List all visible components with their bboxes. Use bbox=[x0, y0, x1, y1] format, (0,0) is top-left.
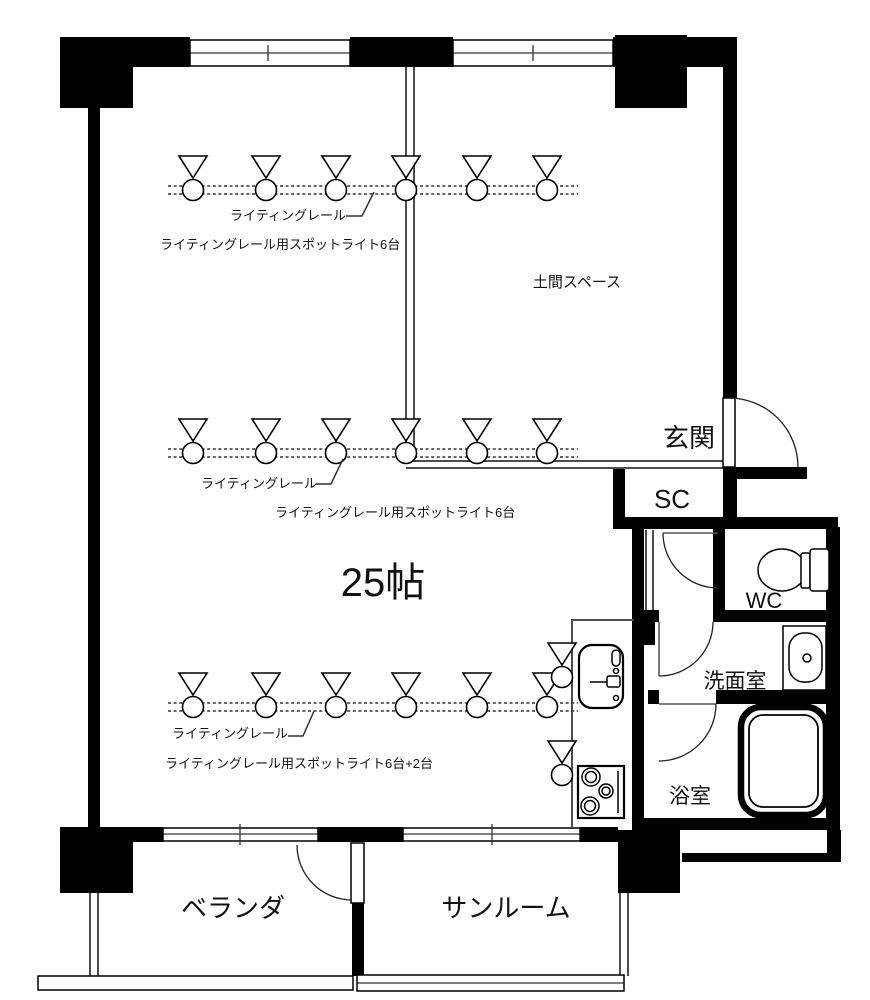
washroom-door bbox=[658, 621, 714, 677]
veranda-door bbox=[296, 842, 365, 904]
bathroom-door bbox=[658, 703, 717, 762]
main-room-label: 25帖 bbox=[341, 561, 426, 605]
rail1-note: ライティングレール用スポットライト6台 bbox=[160, 237, 400, 252]
spotlight-icon bbox=[532, 155, 562, 202]
toilet-icon bbox=[757, 548, 830, 592]
rail3-note: ライティングレール用スポットライト6台+2台 bbox=[165, 756, 433, 771]
windows-top bbox=[189, 39, 614, 67]
bathroom-label: 浴室 bbox=[669, 785, 711, 808]
spotlight-icon bbox=[321, 418, 351, 465]
wc-door bbox=[662, 532, 719, 589]
lighting-rail-3 bbox=[168, 642, 578, 787]
spotlight-icon bbox=[462, 155, 492, 202]
sunroom-label: サンルーム bbox=[441, 893, 570, 923]
pillar-top-right bbox=[615, 35, 687, 108]
rail2-note: ライティングレール用スポットライト6台 bbox=[275, 505, 515, 520]
pillar-bottom-right bbox=[618, 830, 680, 893]
doma-label: 土間スペース bbox=[533, 274, 621, 291]
spotlight-icon bbox=[391, 155, 421, 202]
spotlight-icon bbox=[251, 418, 281, 465]
spotlight-icon bbox=[321, 155, 351, 202]
spotlight-icon bbox=[251, 155, 281, 202]
rail1-label: ライティングレール bbox=[230, 208, 346, 223]
walls bbox=[60, 35, 841, 976]
entrance-label: 玄関 bbox=[663, 423, 715, 453]
spotlight-icon bbox=[178, 672, 208, 719]
spotlight-icon bbox=[321, 672, 351, 719]
bathtub-icon bbox=[737, 703, 830, 819]
spotlight-icon bbox=[462, 418, 492, 465]
lighting-rail-1 bbox=[168, 155, 578, 217]
partition-lines bbox=[89, 67, 723, 976]
kitchen-sink-icon bbox=[577, 643, 625, 710]
spotlight-icon bbox=[462, 672, 492, 719]
veranda-label: ベランダ bbox=[181, 893, 285, 923]
spotlight-icon bbox=[178, 418, 208, 465]
lighting-rail-2 bbox=[168, 418, 578, 485]
balcony-railings bbox=[37, 974, 625, 992]
spotlight-icon bbox=[391, 672, 421, 719]
spotlight-icon bbox=[251, 672, 281, 719]
kitchen-counter bbox=[571, 619, 634, 827]
shoe-closet-label: SC bbox=[654, 484, 690, 514]
rail2-label: ライティングレール bbox=[201, 476, 317, 491]
stove-icon bbox=[576, 764, 626, 820]
entrance-door bbox=[722, 397, 799, 468]
pillar-bottom-left bbox=[60, 827, 133, 893]
washroom-label: 洗面室 bbox=[704, 670, 767, 693]
wc-label: WC bbox=[746, 588, 783, 613]
spotlight-icon bbox=[178, 155, 208, 202]
spotlight-icon bbox=[391, 418, 421, 465]
spotlight-icon bbox=[532, 418, 562, 465]
rail3-label: ライティングレール bbox=[172, 726, 288, 741]
washbasin-icon bbox=[782, 625, 827, 691]
windows-bottom bbox=[162, 824, 581, 845]
